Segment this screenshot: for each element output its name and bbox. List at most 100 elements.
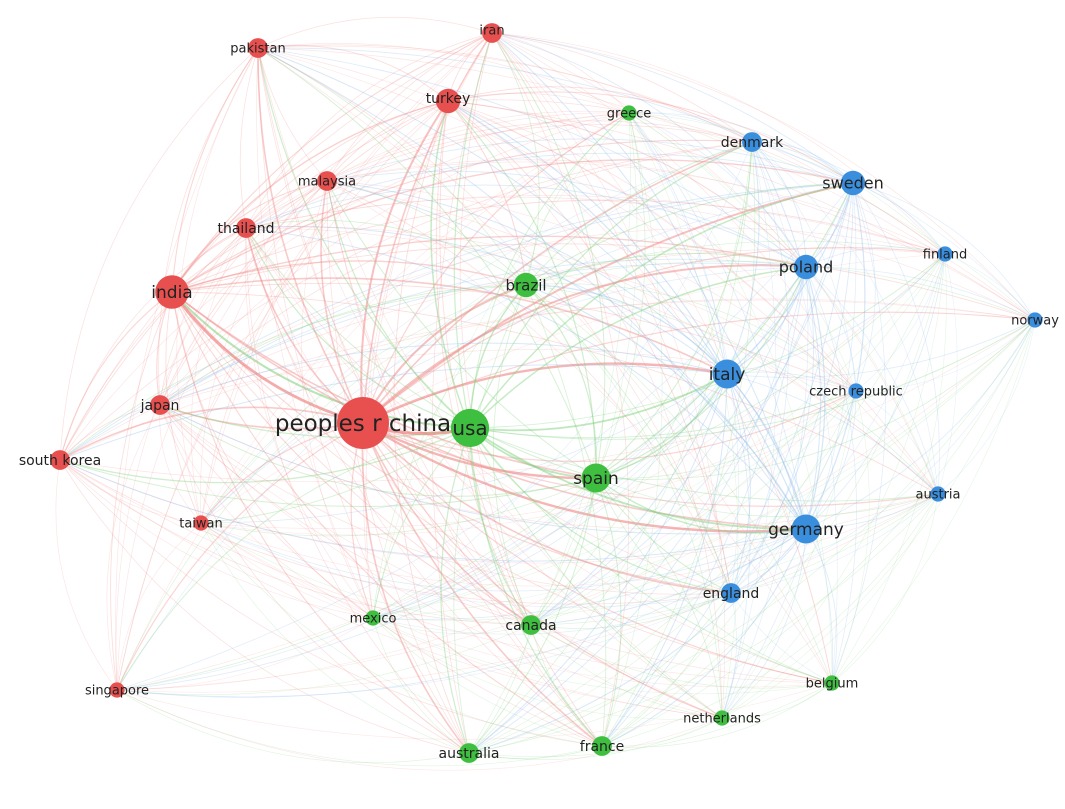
collaboration-link (491, 32, 857, 392)
collaboration-link (525, 284, 598, 479)
collaboration-link (491, 32, 939, 495)
collaboration-link (491, 32, 807, 268)
node-taiwan[interactable] (193, 515, 209, 531)
collaboration-link (59, 459, 723, 719)
collaboration-link (362, 421, 597, 480)
node-czech-republic[interactable] (848, 383, 864, 399)
collaboration-link (468, 182, 854, 754)
collaboration-link (245, 227, 597, 479)
collaboration-link (326, 180, 603, 747)
collaboration-link (468, 112, 631, 754)
node-iran[interactable] (482, 23, 502, 43)
collaboration-link (159, 284, 527, 406)
collaboration-link (721, 319, 1036, 719)
node-poland[interactable] (793, 254, 819, 280)
collaboration-link (447, 100, 723, 719)
node-sweden[interactable] (840, 170, 866, 196)
collaboration-link (59, 112, 630, 461)
collaboration-link (200, 319, 1036, 529)
collaboration-link (361, 422, 470, 754)
collaboration-link (447, 91, 854, 184)
collaboration-link (393, 100, 470, 754)
collaboration-link (439, 100, 532, 626)
node-spain[interactable] (581, 463, 611, 493)
node-mexico[interactable] (365, 610, 381, 626)
collaboration-link (59, 227, 247, 461)
node-england[interactable] (721, 583, 741, 603)
collaboration-link (245, 100, 449, 229)
collaboration-link (257, 47, 328, 182)
collaboration-link (116, 617, 374, 691)
collaboration-link (530, 266, 807, 626)
node-peoples-r-china[interactable] (337, 397, 389, 449)
collaboration-link (171, 243, 1036, 321)
node-germany[interactable] (791, 514, 821, 544)
collaboration-link (601, 141, 756, 747)
collaboration-link (116, 180, 328, 691)
collaboration-link (491, 32, 807, 530)
node-greece[interactable] (621, 105, 637, 121)
collaboration-link (106, 404, 161, 691)
node-thailand[interactable] (236, 218, 256, 238)
collaboration-link (855, 390, 939, 495)
collaboration-link (831, 182, 886, 684)
node-usa[interactable] (450, 408, 490, 448)
collaboration-link (159, 100, 449, 406)
collaboration-link (372, 617, 603, 747)
node-south-korea[interactable] (50, 450, 70, 470)
collaboration-link (726, 319, 1036, 378)
node-india[interactable] (155, 275, 189, 309)
collaboration-link (944, 253, 1036, 321)
collaboration-link (159, 342, 728, 406)
node-austria[interactable] (930, 486, 946, 502)
node-brazil[interactable] (513, 272, 539, 298)
node-belgium[interactable] (824, 675, 840, 691)
node-norway[interactable] (1027, 312, 1043, 328)
collaboration-link (628, 112, 833, 684)
collaboration-link (525, 284, 723, 719)
collaboration-link (628, 112, 753, 143)
collaboration-link (362, 422, 532, 626)
collaboration-link (492, 284, 532, 626)
node-finland[interactable] (937, 246, 953, 262)
node-label-turkey: turkey (426, 91, 471, 107)
collaboration-link (459, 32, 532, 626)
node-malaysia[interactable] (317, 171, 337, 191)
node-netherlands[interactable] (714, 710, 730, 726)
node-italy[interactable] (712, 359, 742, 389)
collaboration-link (431, 32, 493, 754)
collaboration-link (257, 47, 364, 424)
collaboration-link (726, 373, 751, 594)
collaboration-link (525, 112, 630, 286)
collaboration-link (171, 291, 833, 684)
collaboration-link (468, 745, 603, 759)
collaboration-link (491, 32, 726, 719)
collaboration-link (256, 47, 374, 619)
collaboration-link (200, 522, 374, 619)
collaboration-link (171, 291, 471, 430)
collaboration-link (326, 32, 493, 182)
collaboration-link (628, 112, 1036, 321)
collaboration-link (530, 373, 728, 626)
collaboration-link (171, 199, 946, 293)
collaboration-link (116, 390, 857, 691)
node-pakistan[interactable] (248, 38, 268, 58)
node-turkey[interactable] (435, 88, 461, 114)
collaboration-link (530, 592, 732, 629)
collaboration-link (831, 253, 947, 684)
node-japan[interactable] (150, 395, 170, 415)
node-singapore[interactable] (109, 682, 125, 698)
node-canada[interactable] (521, 615, 541, 635)
collaboration-link (257, 47, 857, 392)
collaboration-link (530, 253, 946, 626)
collaboration-link (200, 522, 532, 626)
collaboration-link (200, 390, 857, 536)
collaboration-link (362, 422, 603, 747)
collaboration-link (601, 373, 728, 747)
node-france[interactable] (592, 736, 612, 756)
node-australia[interactable] (459, 743, 479, 763)
node-denmark[interactable] (742, 132, 762, 152)
collaboration-link (301, 180, 374, 619)
collaboration-link (491, 32, 1036, 321)
collaboration-link (171, 291, 532, 626)
